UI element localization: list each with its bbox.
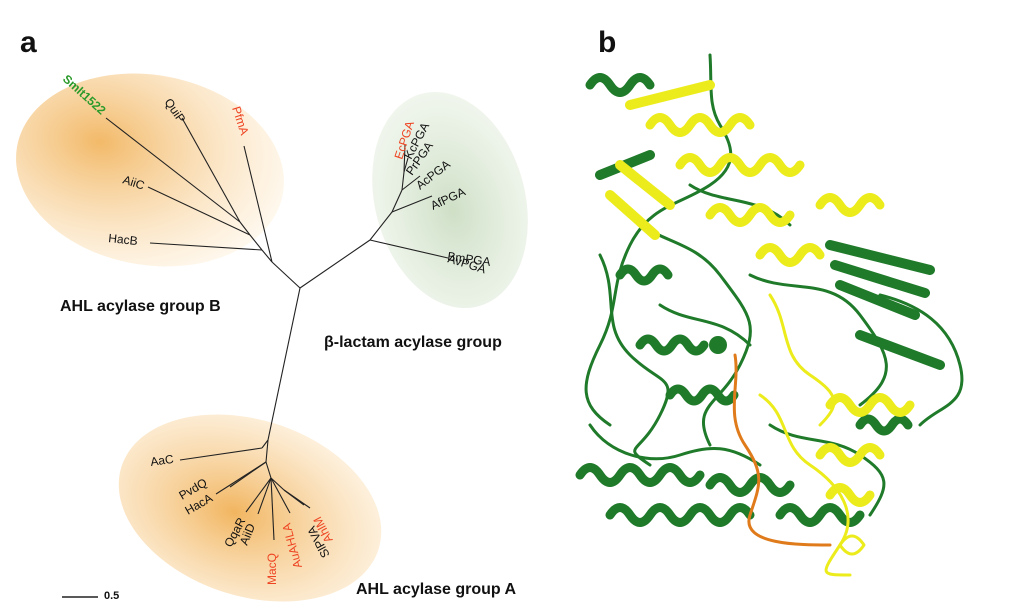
- group-b-region: [16, 73, 284, 267]
- leaf-macq: MacQ: [265, 553, 279, 585]
- active-site-sphere: [709, 336, 727, 354]
- yellow-coils: [758, 293, 866, 577]
- orange-linker: [732, 353, 832, 547]
- yellow-helices: [645, 113, 915, 507]
- protein-structure: [575, 53, 964, 577]
- tree-branches: [62, 117, 449, 598]
- group-a-region: [118, 414, 382, 602]
- green-helices: [575, 73, 913, 527]
- leaf-hacb: HacB: [108, 231, 139, 248]
- leaf-aiic: AiiC: [121, 173, 147, 193]
- phylogenetic-tree: Smlt1522 QuiP PfmA AiiC HacB EcPGA KcPGA…: [16, 72, 528, 602]
- scale-bar-label: 0.5: [104, 590, 120, 602]
- green-coils: [584, 53, 964, 517]
- group-label-ahl-a: AHL acylase group A: [356, 581, 517, 598]
- beta-lactam-region: [372, 91, 528, 309]
- leaf-aac: AaC: [149, 452, 174, 469]
- group-label-ahl-b: AHL acylase group B: [60, 298, 221, 315]
- group-label-beta-lactam: β-lactam acylase group: [324, 334, 502, 351]
- panel-label-b: b: [598, 26, 617, 59]
- panel-label-a: a: [20, 26, 37, 59]
- leaf-bmpga: BmPGA: [447, 249, 492, 269]
- yellow-sheets: [605, 80, 715, 240]
